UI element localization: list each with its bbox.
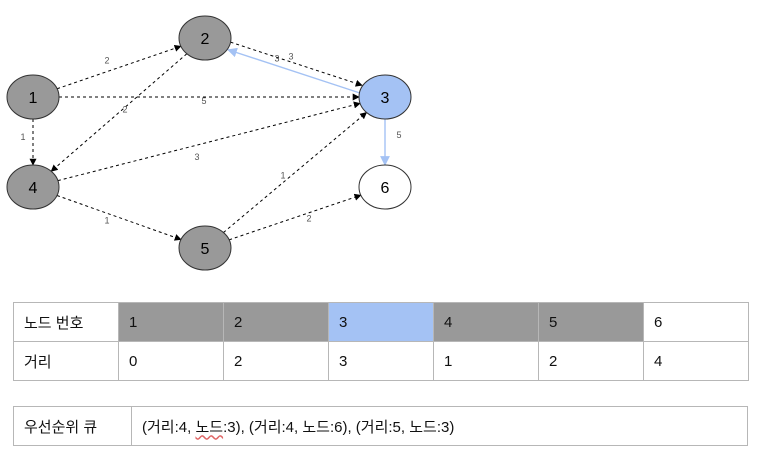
edge-weight-1-4: 1: [20, 132, 25, 142]
node-number-header: 노드 번호: [13, 302, 119, 342]
distance-cell: 2: [223, 341, 329, 381]
distance-cell: 2: [538, 341, 644, 381]
node-cell: 2: [223, 302, 329, 342]
node-cell: 6: [643, 302, 749, 342]
node-circle-5: [178, 225, 232, 271]
edge-2-4: [50, 53, 188, 172]
edge-weight-1-2: 2: [104, 56, 109, 66]
priority-queue-label: 우선순위 큐: [13, 406, 132, 446]
node-cell: 1: [118, 302, 224, 342]
node-6: 6: [358, 164, 412, 210]
edge-weight-2-4: 2: [122, 105, 127, 115]
node-label-6: 6: [381, 180, 390, 197]
distance-cell: 4: [643, 341, 749, 381]
edge-weight-3-2: 3: [288, 52, 293, 62]
edge-4-3: [57, 101, 361, 182]
node-5: 5: [178, 225, 232, 271]
edge-weight-5-3: 1: [280, 171, 285, 181]
edge-3-2: [227, 47, 360, 94]
node-4: 4: [6, 164, 60, 210]
distance-header: 거리: [13, 341, 119, 381]
edge-weight-3-6: 5: [396, 130, 401, 140]
edge-5-3: [223, 112, 368, 233]
distance-cell: 3: [328, 341, 434, 381]
edge-1-2: [56, 44, 182, 90]
node-circle-6: [358, 164, 412, 210]
node-circle-2: [178, 15, 232, 61]
node-cell: 3: [328, 302, 434, 342]
distance-table: 노드 번호 1 2 3 4 5 6 거리 0 2 3 1 2 4: [13, 302, 749, 381]
priority-queue-content: (거리:4, 노드:3), (거리:4, 노드:6), (거리:5, 노드:3): [131, 406, 748, 446]
node-circle-4: [6, 164, 60, 210]
table-row-distance: 거리 0 2 3 1 2 4: [13, 341, 749, 381]
node-circle-1: [6, 74, 60, 120]
edge-weight-1-3: 5: [201, 96, 206, 106]
table-row-node-number: 노드 번호 1 2 3 4 5 6: [13, 302, 749, 342]
edge-4-5: [56, 195, 182, 241]
edge-2-3: [230, 41, 363, 87]
node-cell: 4: [433, 302, 539, 342]
node-2: 2: [178, 15, 232, 61]
edge-weight-4-5: 1: [104, 216, 109, 226]
edge-5-6: [228, 193, 362, 241]
node-3: 3: [358, 74, 412, 120]
node-label-2: 2: [201, 31, 210, 48]
edge-weight-5-6: 2: [306, 214, 311, 224]
pq-content-part2: :3), (거리:4, 노드:6), (거리:5, 노드:3): [223, 418, 455, 436]
distance-cell: 1: [433, 341, 539, 381]
node-label-4: 4: [29, 180, 38, 197]
distance-cell: 0: [118, 341, 224, 381]
pq-content-flagged-word: 노드: [195, 418, 224, 436]
node-label-1: 1: [29, 90, 38, 107]
node-cell: 5: [538, 302, 644, 342]
priority-queue-table: 우선순위 큐 (거리:4, 노드:3), (거리:4, 노드:6), (거리:5…: [13, 406, 748, 446]
edge-weight-2-3: 3: [274, 54, 279, 64]
node-1: 1: [6, 74, 60, 120]
graph-diagram: 2 5 1 3 2 3 5 3 1 1 2 1 2 3 4 5 6: [6, 15, 412, 271]
node-circle-3: [358, 74, 412, 120]
node-label-5: 5: [201, 241, 210, 258]
node-label-3: 3: [381, 90, 390, 107]
table-row-priority-queue: 우선순위 큐 (거리:4, 노드:3), (거리:4, 노드:6), (거리:5…: [13, 406, 748, 446]
edge-weight-4-3: 3: [194, 152, 199, 162]
pq-content-part1: (거리:4,: [142, 418, 196, 436]
